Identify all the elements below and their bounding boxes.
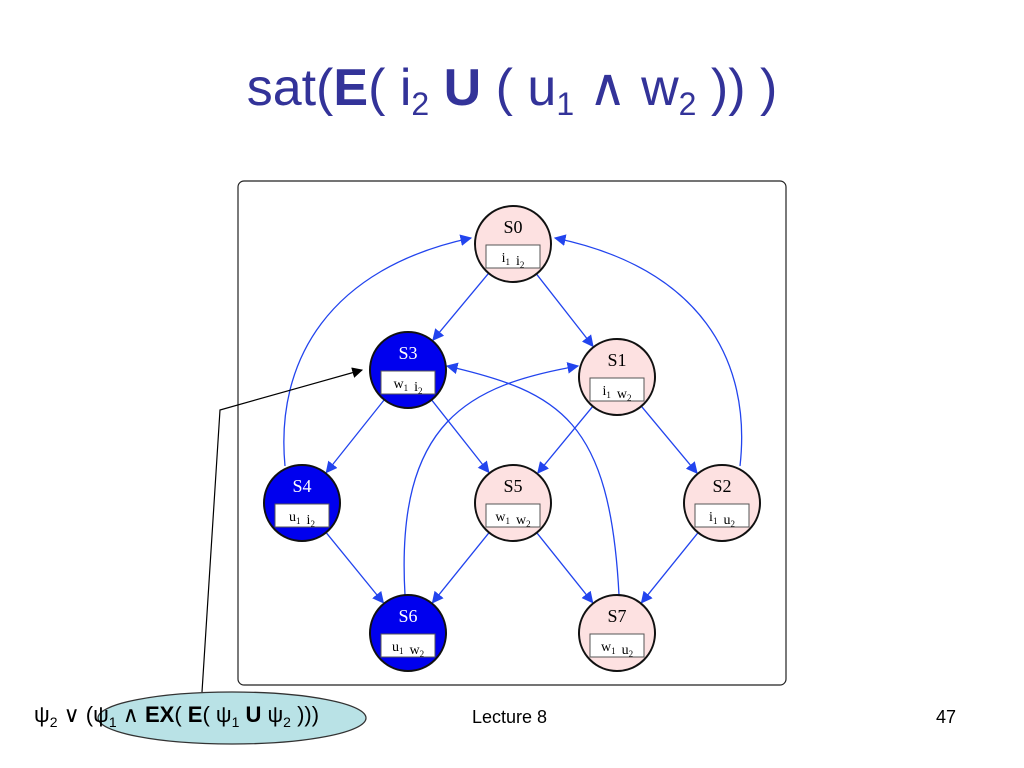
formula-text: ψ2 ∨ (ψ1 ∧ EX( E( ψ1 U ψ2 ))): [34, 702, 320, 730]
node-prop-box: [380, 633, 436, 658]
node-label: S1: [607, 350, 626, 370]
footer-lecture: Lecture 8: [472, 707, 548, 727]
callout-pointer: [201, 367, 364, 693]
edges: [283, 234, 743, 604]
node-label: S6: [398, 606, 417, 626]
edge-s2-to-s0: [553, 234, 743, 467]
node-label: S0: [503, 217, 522, 237]
edge-s6-to-s1: [403, 362, 580, 596]
diagram-frame: [237, 180, 787, 686]
node-prop-box: [589, 377, 645, 402]
edge-s3-to-s4: [325, 399, 385, 474]
edge-s7-to-s3: [445, 362, 620, 596]
node-label: S4: [292, 476, 311, 496]
node-label: S2: [712, 476, 731, 496]
node-label: S7: [607, 606, 626, 626]
slide-title: sat(E( i2 U ( u1 ∧ w2 )) ): [246, 59, 778, 122]
node-prop-box: [589, 633, 645, 658]
node-label: S3: [398, 343, 417, 363]
node-prop-box: [380, 370, 436, 395]
edge-s0-to-s1: [535, 273, 594, 348]
edge-s5-to-s6: [431, 532, 490, 604]
edge-s5-to-s7: [536, 532, 594, 604]
node-prop-box: [485, 503, 541, 528]
slide-number: 47: [936, 707, 957, 727]
edge-s1-to-s5: [537, 405, 594, 474]
edge-s0-to-s3: [432, 272, 490, 341]
node-label: S5: [503, 476, 522, 496]
edge-s4-to-s0: [283, 234, 473, 467]
edge-s2-to-s7: [640, 532, 699, 604]
node-prop-box: [274, 503, 330, 528]
edge-s4-to-s6: [325, 532, 385, 604]
node-prop-box: [485, 244, 541, 269]
edge-s1-to-s2: [640, 405, 698, 474]
edge-s3-to-s5: [431, 399, 490, 474]
formula-highlight-ellipse: [97, 691, 367, 745]
node-prop-box: [694, 503, 750, 528]
